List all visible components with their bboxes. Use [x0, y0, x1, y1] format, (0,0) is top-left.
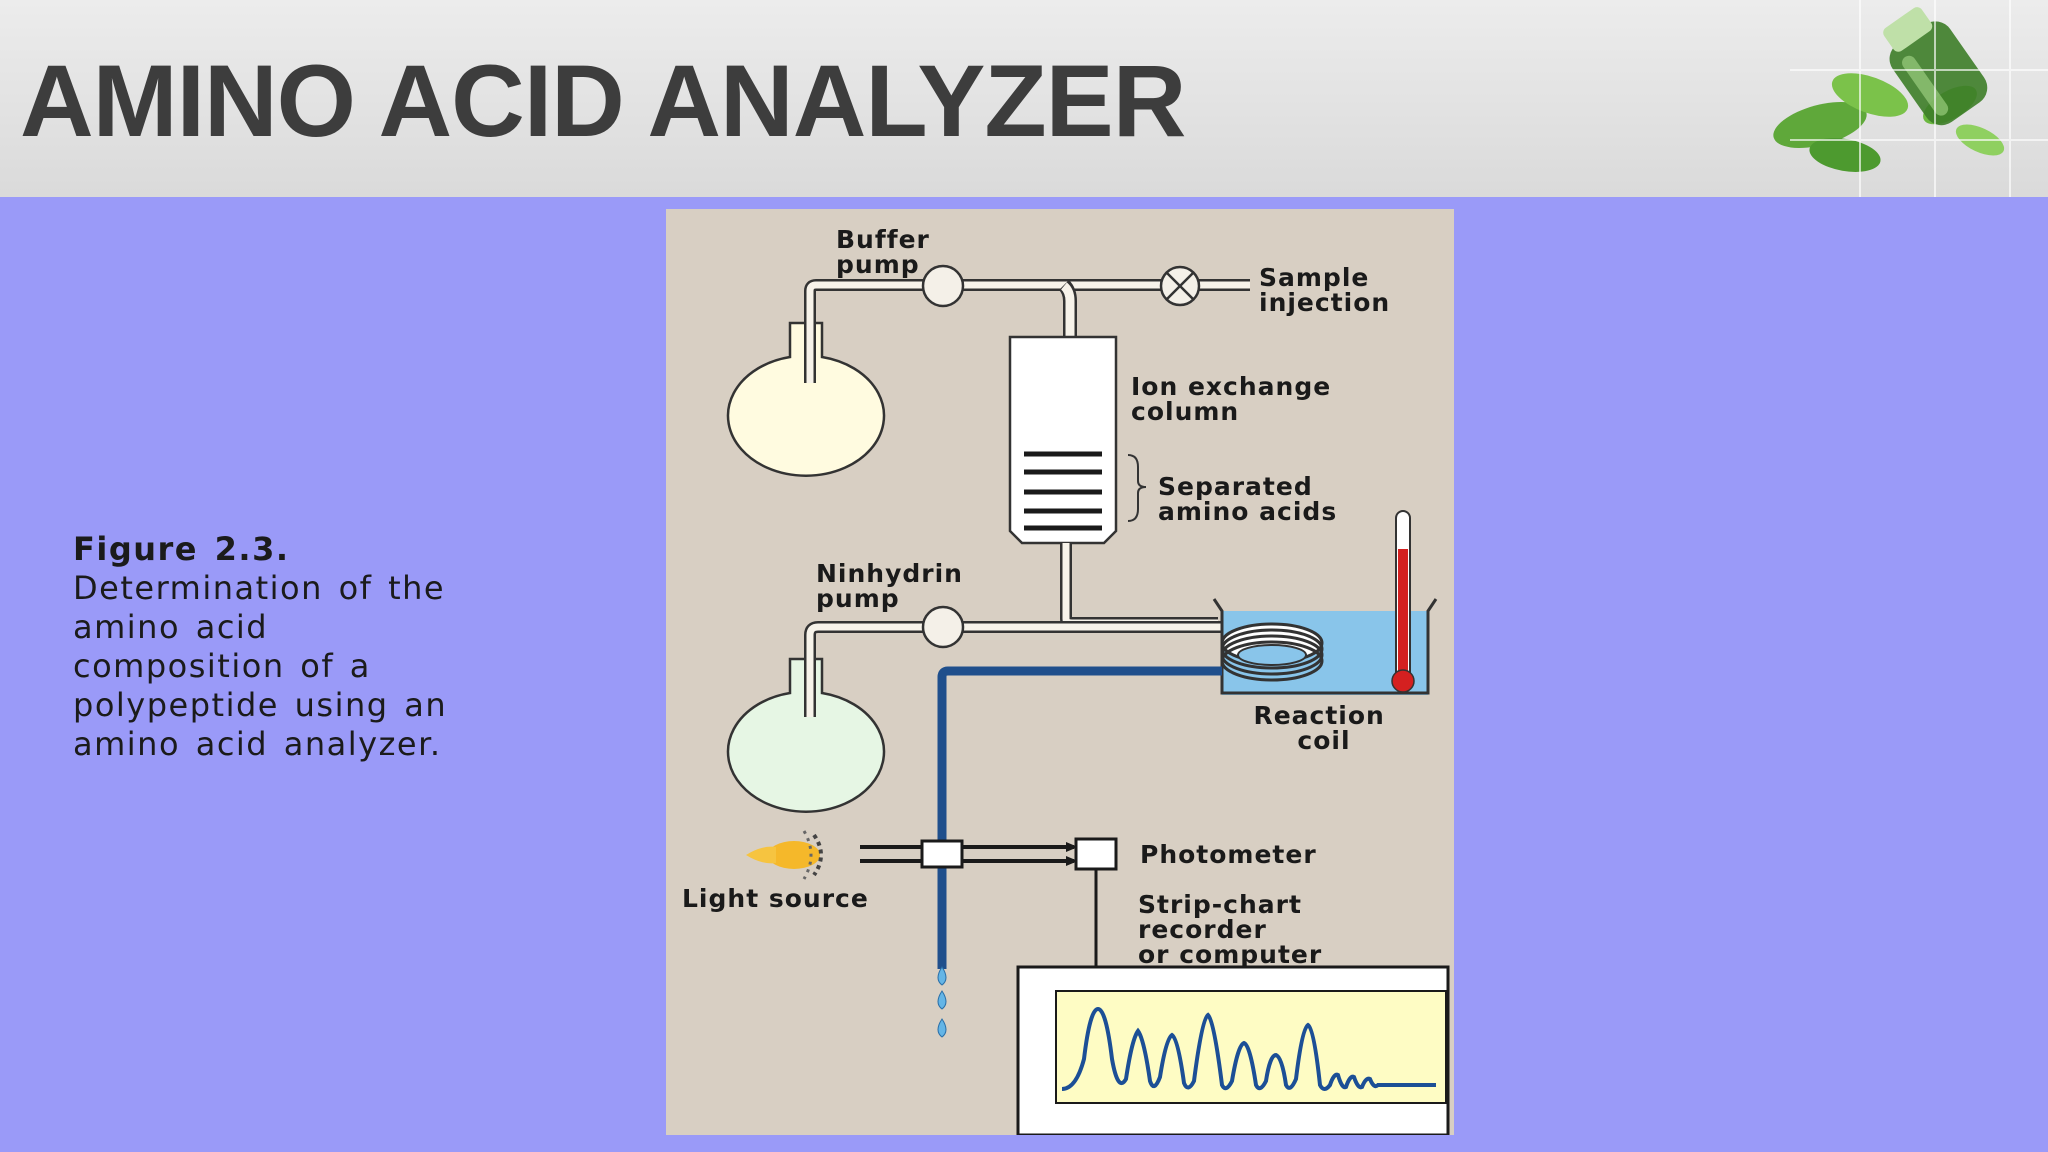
slide-title: AMINO ACID ANALYZER [20, 44, 1186, 158]
beam-arrow-icon [1066, 856, 1078, 866]
label-line: pump [816, 584, 900, 613]
slide-header: AMINO ACID ANALYZER [0, 0, 2048, 197]
buffer-flask [726, 321, 886, 477]
caption-body: Determination of the amino acid composit… [73, 569, 593, 764]
caption-line: polypeptide using an [73, 686, 448, 724]
drip-drops [937, 966, 947, 1038]
buffer-pump-icon [921, 264, 965, 308]
label-line: Separated [1158, 472, 1313, 501]
eluent-line [937, 666, 1222, 969]
label-separated-amino-acids: Separated amino acids [1158, 472, 1337, 526]
label-line: Sample [1259, 263, 1369, 292]
label-line: Ion exchange [1131, 372, 1331, 401]
caption-line: composition of a [73, 647, 371, 685]
label-line: amino acids [1158, 497, 1337, 526]
label-line: coil [1297, 726, 1350, 755]
ninhydrin-pump-icon [921, 605, 965, 649]
light-beam [860, 845, 1074, 863]
caption-figure-label: Figure 2.3. [73, 530, 290, 568]
label-line: Reaction [1253, 701, 1384, 730]
caption-line: amino acid analyzer. [73, 725, 442, 763]
photometer-box [1074, 837, 1118, 871]
label-line: recorder [1138, 915, 1267, 944]
label-line: Ninhydrin [816, 559, 963, 588]
sample-injection-valve-icon [1159, 265, 1201, 307]
label-line: pump [836, 250, 920, 279]
label-light-source: Light source [682, 884, 869, 913]
flow-cell [920, 839, 964, 869]
label-reaction-coil: Reaction coil [1253, 701, 1394, 755]
beam-arrow-icon [1066, 842, 1078, 852]
label-ion-exchange-column: Ion exchange column [1131, 372, 1341, 426]
reaction-coil [1220, 622, 1324, 682]
chromatogram-trace [1061, 1006, 1436, 1091]
amino-acid-analyzer-diagram: Buffer pump Sample injection Ion exchang… [666, 209, 1454, 1135]
caption-line: amino acid [73, 608, 269, 646]
label-sample-injection: Sample injection [1259, 263, 1390, 317]
light-bulb-icon [746, 830, 823, 880]
ion-exchange-column [1008, 335, 1118, 545]
label-line: Photometer [1140, 840, 1317, 869]
label-recorder: Strip-chart recorder or computer [1138, 890, 1322, 969]
figure-caption: Figure 2.3. Determination of the amino a… [73, 530, 593, 764]
bottle-leaves-decoration [1773, 0, 2048, 197]
label-line: or computer [1138, 940, 1322, 969]
strip-chart-recorder [1016, 965, 1450, 1135]
label-line: column [1131, 397, 1239, 426]
label-photometer: Photometer [1140, 840, 1317, 869]
thermometer-icon [1391, 510, 1415, 693]
label-line: Light source [682, 884, 869, 913]
label-line: Buffer [836, 225, 930, 254]
separated-bands-brace [1127, 454, 1147, 522]
label-buffer-pump: Buffer pump [836, 225, 940, 279]
label-ninhydrin-pump: Ninhydrin pump [816, 559, 973, 613]
ninhydrin-flask [726, 657, 886, 813]
grid-overlay [1790, 0, 2048, 197]
label-line: injection [1259, 288, 1390, 317]
caption-line: Determination of the [73, 569, 446, 607]
